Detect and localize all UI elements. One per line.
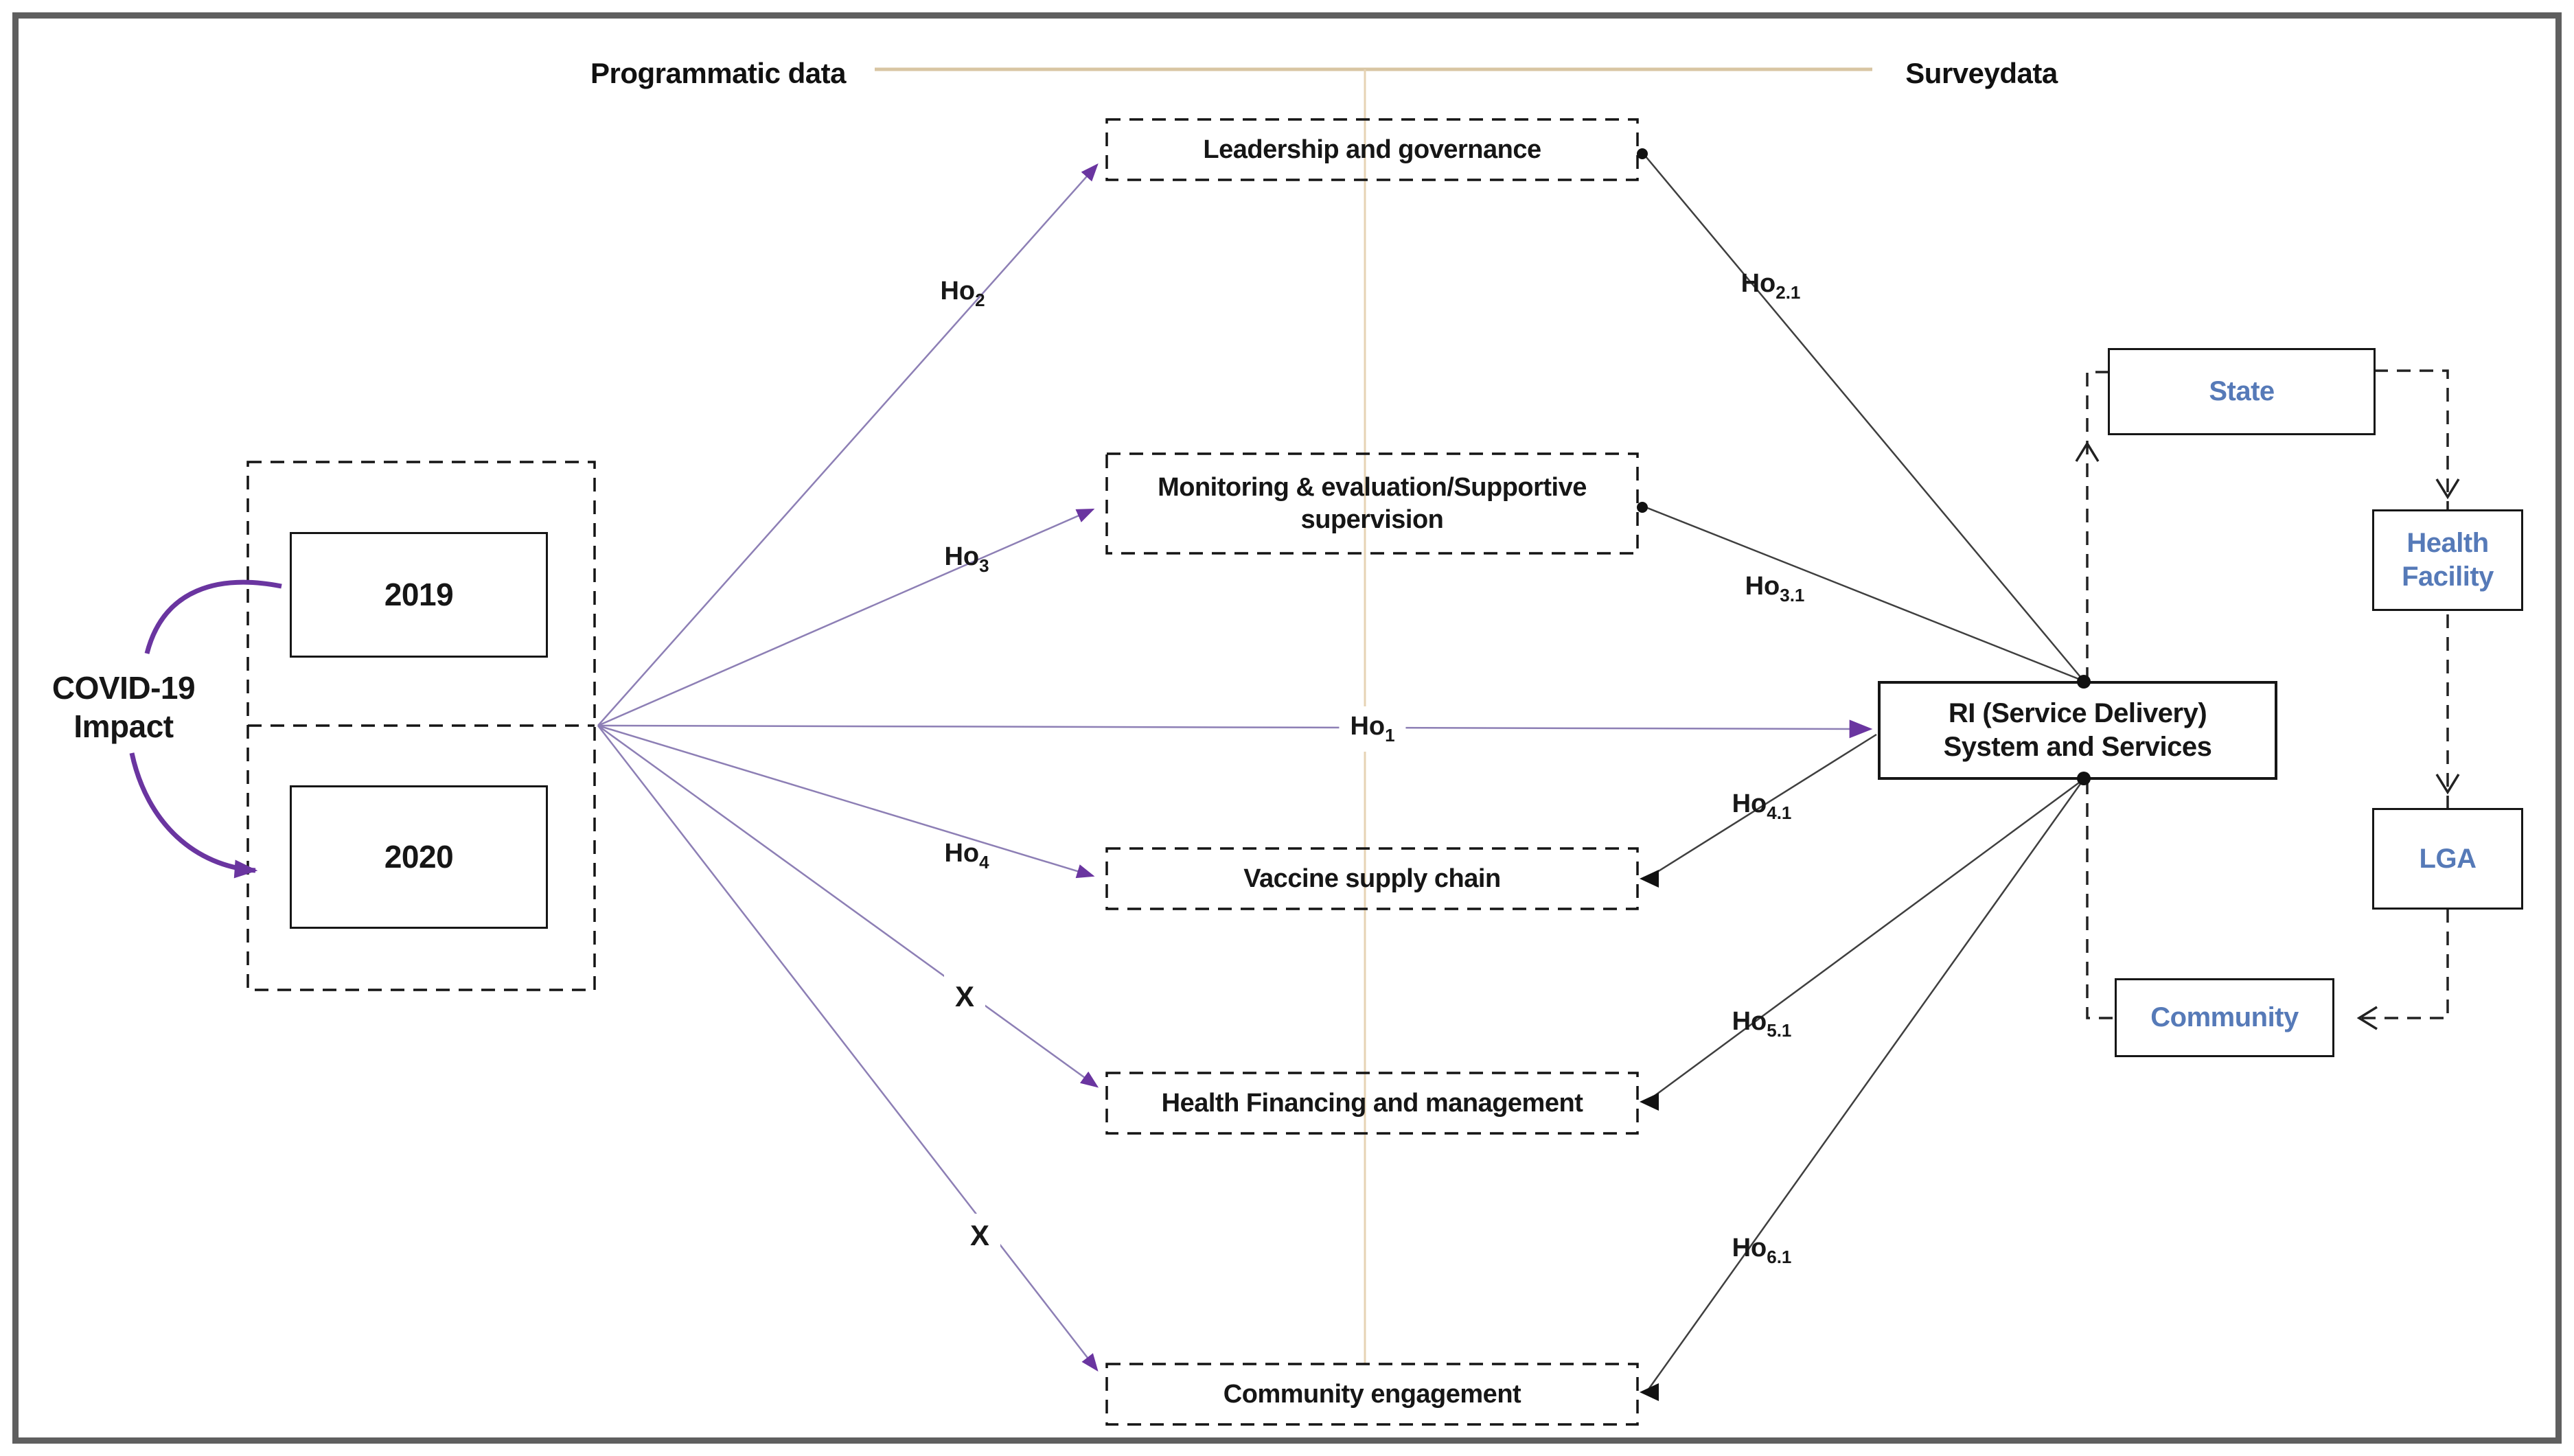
state-label: State [2209,376,2275,407]
health-financing-box: Health Financing and management [1107,1073,1638,1133]
programmatic-data-label: Programmatic data [590,57,846,89]
ho41-base: Ho [1732,789,1767,818]
lga-box: LGA [2372,808,2523,910]
monitoring-line2: supervision [1300,505,1444,534]
ri-service-delivery-box: RI (Service Delivery) System and Service… [1878,681,2277,780]
x-community-arrow [597,725,1099,1372]
year-2019-label: 2019 [384,577,454,613]
ho21-base: Ho [1740,269,1776,298]
ho21-sub: 2.1 [1776,282,1801,303]
admin-flow-chevrons [2075,441,2460,1030]
survey-data-label: Surveydata [1905,57,2058,89]
ho51-sub: 5.1 [1767,1020,1792,1041]
state-box: State [2108,348,2376,435]
ho4-base: Ho [944,839,980,868]
ho2-arrow [597,163,1099,726]
ho31-label: Ho3.1 [1745,572,1805,606]
ho1-base: Ho [1350,712,1386,741]
ho2-sub: 2 [975,290,985,310]
covid-impact-curved-arrows [129,579,282,879]
monitoring-line1: Monitoring & evaluation/Supportive [1158,473,1587,502]
ho51-line [1646,778,2084,1103]
x-financing-arrow [597,724,1099,1088]
ho61-line [1645,778,2085,1393]
health-facility-box: Health Facility [2372,509,2523,611]
ho21-label: Ho2.1 [1741,269,1801,303]
ho51-base: Ho [1732,1007,1767,1036]
survey-hypothesis-lines [1642,152,2085,1393]
dashed-box-outlines [246,118,1639,1426]
covid-to-2019-curve [144,579,282,654]
vaccine-supply-chain-label: Vaccine supply chain [1243,864,1501,893]
vaccine-supply-chain-box: Vaccine supply chain [1107,848,1638,909]
up-chevron-icon [2075,441,2100,462]
ho61-base: Ho [1732,1234,1767,1262]
ho41-label: Ho4.1 [1732,789,1792,824]
year-2019-box: 2019 [290,532,548,658]
down-chevron-icon [2435,478,2460,500]
year-2020-label: 2020 [384,839,454,875]
x-financing-label: X [943,975,986,1019]
ho4-sub: 4 [979,852,989,873]
covid-impact-line2: Impact [73,708,174,744]
covid-to-2020-curve [129,752,258,879]
ho2-label: Ho2 [940,277,985,311]
leadership-governance-box: Leadership and governance [1107,119,1638,180]
ho2-base: Ho [940,277,976,305]
year-2020-box: 2020 [290,785,548,929]
ho31-sub: 3.1 [1780,585,1805,605]
ho31-line [1642,505,2084,682]
ho41-line [1646,733,1877,880]
ho3-sub: 3 [979,555,989,576]
ho1-sub: 1 [1385,725,1395,746]
covid-impact-label: COVID-19 Impact [21,659,227,755]
ho3-label: Ho3 [944,542,989,577]
down-chevron2-icon [2435,774,2460,795]
ho3-arrow [597,508,1095,727]
ho61-sub: 6.1 [1767,1247,1792,1267]
ho51-label: Ho5.1 [1732,1007,1792,1041]
ho31-base: Ho [1745,572,1780,601]
monitoring-box-outline [1105,452,1639,555]
community-engagement-box: Community engagement [1107,1364,1638,1424]
diagram-frame [12,12,2562,1444]
ho61-label: Ho6.1 [1732,1234,1792,1268]
programmatic-hypothesis-arrows [597,163,1873,1372]
loop-right-path [2360,369,2449,1019]
community-engagement-label: Community engagement [1223,1379,1521,1409]
ri-box-line2: System and Services [1943,732,2212,762]
monitoring-evaluation-box: Monitoring & evaluation/Supportive super… [1107,454,1638,553]
ho3-base: Ho [944,542,980,571]
ho21-line [1642,152,2084,682]
lga-label: LGA [2419,843,2477,874]
x-community-label: X [958,1214,1001,1258]
left-chevron-icon [2356,1006,2378,1030]
covid-impact-line1: COVID-19 [51,669,196,706]
health-facility-line1: Health [2406,528,2489,559]
community-box: Community [2115,978,2334,1057]
health-financing-label: Health Financing and management [1161,1088,1583,1118]
ho1-arrow [597,719,1873,739]
health-facility-line2: Facility [2402,562,2494,592]
ho1-label: Ho1 [1339,706,1406,752]
leadership-governance-label: Leadership and governance [1203,135,1541,164]
ri-box-line1: RI (Service Delivery) [1948,698,2207,729]
community-label: Community [2150,1002,2299,1033]
ho4-label: Ho4 [944,839,989,873]
ho41-sub: 4.1 [1767,802,1792,823]
ho4-arrow [597,724,1095,879]
